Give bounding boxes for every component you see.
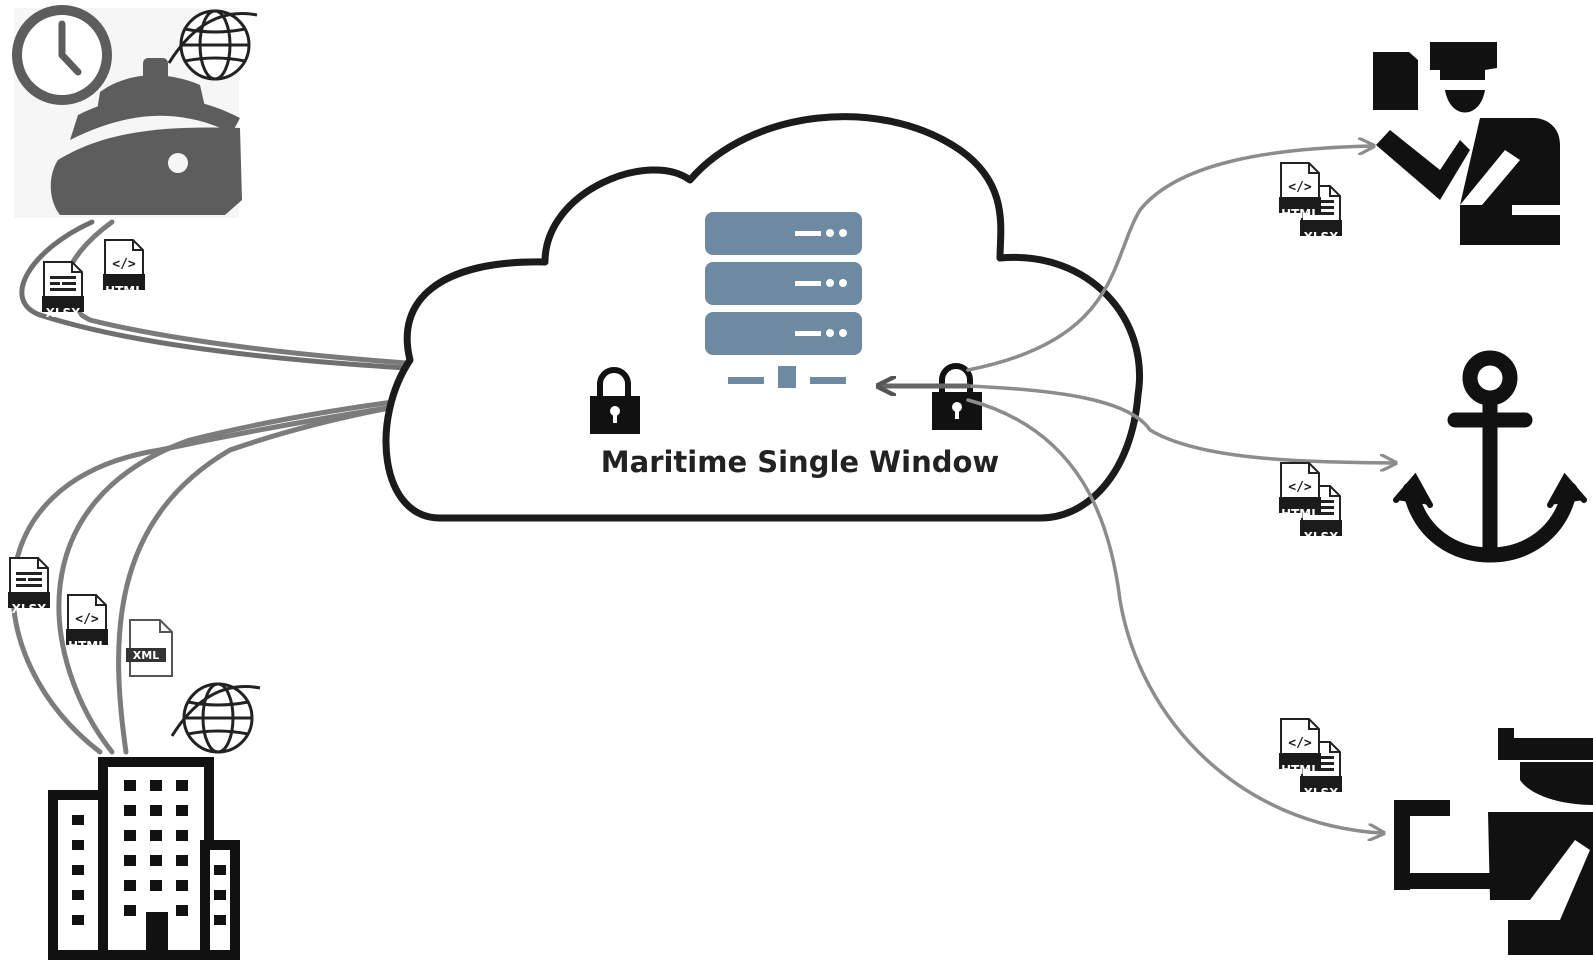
anchor-icon (1393, 350, 1587, 563)
outgoing-line-immigration (966, 146, 1372, 372)
outgoing-line-port (966, 384, 1394, 463)
xlsx-label: XLSX (12, 602, 48, 616)
html-label: HTML (105, 284, 143, 298)
globe-icon (170, 682, 262, 754)
html-label: HTML (68, 639, 106, 653)
outgoing-line-customs (966, 398, 1382, 833)
xlsx-label: XLSX (1304, 786, 1340, 800)
company-html-document: </> HTML (65, 594, 109, 653)
html-label: HTML (1281, 207, 1319, 221)
customs-officer-icon (1394, 728, 1593, 955)
customs-documents: XLSX </> HTML (1278, 718, 1343, 800)
clock-icon (12, 5, 112, 105)
ship-html-document: </> HTML (102, 239, 146, 298)
html-label: HTML (1281, 763, 1319, 777)
xlsx-label: XLSX (46, 306, 82, 320)
xlsx-label: XLSX (1304, 530, 1340, 544)
server-rack-icon (705, 212, 862, 388)
outgoing-flow-lines (880, 146, 1394, 833)
port-authority-documents: XLSX </> HTML (1278, 462, 1343, 544)
html-label: HTML (1281, 507, 1319, 521)
html-code-glyph: </> (1288, 180, 1312, 195)
html-code-glyph: </> (75, 612, 99, 627)
xml-label: XML (133, 649, 159, 662)
ship-xlsx-document: XLSX (41, 261, 85, 320)
html-code-glyph: </> (112, 257, 136, 272)
company-xlsx-document: XLSX (7, 557, 51, 616)
company-node (48, 682, 262, 960)
immigration-officer-icon (1373, 42, 1560, 245)
company-xml-document: XML (125, 619, 173, 677)
html-code-glyph: </> (1288, 480, 1312, 495)
immigration-documents: XLSX </> HTML (1278, 162, 1343, 244)
xlsx-label: XLSX (1304, 230, 1340, 244)
office-building-icon (48, 757, 240, 960)
ship-icon (50, 58, 242, 215)
cloud-title: Maritime Single Window (601, 445, 999, 479)
html-code-glyph: </> (1288, 736, 1312, 751)
ship-node (12, 5, 259, 218)
